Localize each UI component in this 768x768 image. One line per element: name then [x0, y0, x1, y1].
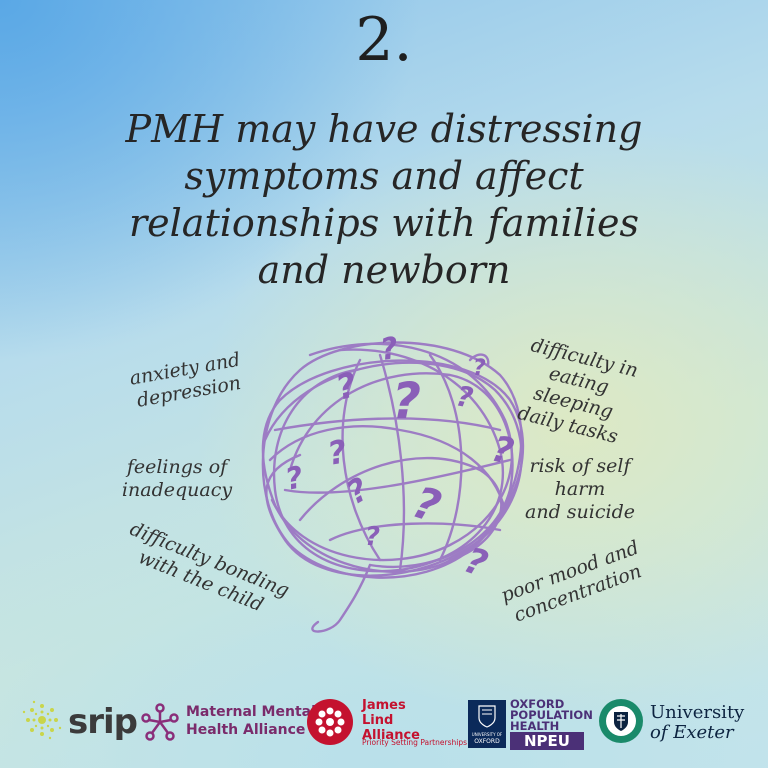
oph-line: POPULATION [510, 708, 593, 722]
oph-line: HEALTH [510, 719, 560, 733]
heading-line: and newborn [257, 248, 511, 292]
symptom-line: risk of self [529, 455, 631, 477]
logo-mmha: Maternal Mental Health Alliance [138, 680, 316, 760]
logo-srip: srip [20, 680, 138, 760]
symptom-line: harm [554, 478, 606, 500]
symptom-line: inadequacy [121, 479, 233, 501]
srip-sunburst-icon [22, 700, 62, 740]
partner-logos: srip Maternal Mental Health Alliance [0, 680, 768, 760]
srip-wordmark: srip [68, 702, 138, 742]
oxford-university-small: UNIVERSITY OF [471, 732, 503, 737]
jla-line-lind: Lind [362, 713, 394, 728]
heading-line: relationships with families [129, 201, 639, 245]
jla-line: James [362, 698, 406, 713]
mmha-line: Health Alliance [186, 722, 306, 738]
svg-text:?: ? [325, 432, 350, 473]
exeter-line: of Exeter [650, 722, 734, 743]
exeter-crest-icon [599, 699, 643, 743]
oxford-university: OXFORD [474, 738, 500, 745]
jla-line-alliance: Alliance [362, 728, 420, 743]
logo-exeter: University of Exeter [598, 680, 763, 760]
svg-text:?: ? [282, 460, 306, 498]
mmha-figures-icon [141, 703, 179, 741]
jla-flower-icon [307, 699, 353, 745]
npeu-badge: NPEU [510, 732, 584, 750]
oxford-shield-icon [478, 705, 496, 728]
symptom-inadequacy: feelings of inadequacy [112, 456, 242, 502]
heading: PMH may have distressing symptoms and af… [84, 106, 684, 294]
slide-number: 2. [355, 5, 413, 75]
svg-text:?: ? [365, 522, 380, 552]
svg-text:?: ? [407, 477, 447, 533]
svg-text:?: ? [454, 379, 476, 414]
svg-text:?: ? [392, 372, 421, 430]
logo-jla: James Lind Alliance Priority Setting Par… [306, 680, 467, 760]
oxford-crest-icon [468, 700, 506, 748]
oph-line: OXFORD [510, 697, 565, 711]
exeter-line: University [650, 702, 745, 723]
logo-oxford-population-health: UNIVERSITY OF OXFORD OXFORD POPULATION H… [468, 680, 593, 760]
jla-subtitle: Priority Setting Partnerships [362, 738, 467, 747]
svg-text:?: ? [473, 356, 486, 381]
heading-line: symptoms and affect [184, 154, 584, 198]
svg-text:?: ? [378, 331, 400, 368]
symptom-line: feelings of [126, 456, 228, 478]
heading-line: PMH may have distressing [125, 107, 643, 151]
symptom-selfharm: risk of self harm and suicide [520, 455, 640, 524]
jla-line: Lind Alliance [362, 713, 420, 743]
symptom-line: and suicide [525, 501, 635, 523]
mmha-line: Maternal Mental [186, 704, 316, 720]
